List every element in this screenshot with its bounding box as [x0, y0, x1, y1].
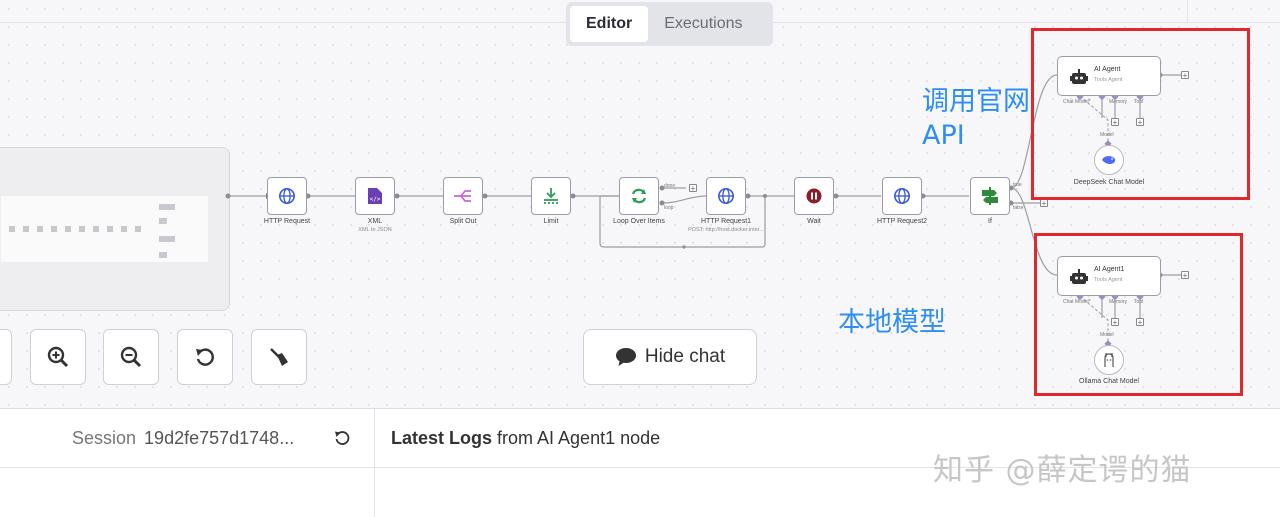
- hide-chat-button[interactable]: Hide chat: [583, 329, 757, 385]
- node-ollama-chat-model[interactable]: [1094, 345, 1124, 375]
- pause-icon: [806, 188, 822, 204]
- port-label: false: [1013, 205, 1024, 211]
- add-tool-button[interactable]: +: [1136, 118, 1144, 127]
- add-memory-button[interactable]: +: [1111, 118, 1119, 127]
- divider: [374, 409, 375, 517]
- node-http-request[interactable]: [267, 177, 307, 215]
- node-deepseek-chat-model[interactable]: [1094, 145, 1124, 175]
- node-label: If: [988, 218, 992, 225]
- node-split-out[interactable]: [443, 177, 483, 215]
- ollama-icon: [1104, 353, 1114, 367]
- annotation-official-api: 调用官网 API: [922, 86, 1030, 151]
- node-xml[interactable]: </>: [355, 177, 395, 215]
- node-limit[interactable]: [531, 177, 571, 215]
- node-label: Ollama Chat Model: [1079, 378, 1139, 385]
- node-wait[interactable]: [794, 177, 834, 215]
- loop-icon: [631, 188, 647, 204]
- if-icon: [982, 187, 998, 205]
- workflow-canvas[interactable]: Editor Executions: [0, 0, 1280, 408]
- node-http-request2[interactable]: [882, 177, 922, 215]
- node-if[interactable]: [970, 177, 1010, 215]
- deepseek-whale-icon: [1102, 156, 1116, 164]
- node-http-request1[interactable]: [706, 177, 746, 215]
- port-label: Memory: [1109, 99, 1128, 105]
- tab-executions[interactable]: Executions: [664, 15, 743, 32]
- node-label: Split Out: [449, 218, 477, 225]
- tidy-up-button[interactable]: [251, 329, 307, 385]
- fit-view-button[interactable]: [0, 329, 12, 385]
- port-label: Memory: [1109, 299, 1128, 305]
- node-sublabel: POST: http://host.docker.inter...: [688, 227, 764, 233]
- add-node-button[interactable]: +: [1181, 71, 1189, 80]
- divider: [1187, 0, 1188, 22]
- undo-icon: [196, 348, 214, 366]
- highlight-box-local-model: [1034, 233, 1243, 396]
- limit-icon: [544, 188, 558, 204]
- divider: [0, 467, 1280, 468]
- connections: [225, 72, 1181, 348]
- node-ai-agent[interactable]: AI Agent Tools Agent: [1057, 56, 1161, 96]
- zoom-out-button[interactable]: [103, 329, 159, 385]
- port-label: Tool: [1134, 99, 1144, 105]
- node-label: Limit: [543, 218, 559, 225]
- hide-chat-label: Hide chat: [644, 346, 726, 367]
- logs-prefix: Latest Logs: [391, 428, 493, 448]
- tab-editor[interactable]: Editor: [570, 6, 649, 42]
- broom-icon: [270, 348, 288, 366]
- add-node-button[interactable]: +: [689, 184, 697, 193]
- robot-icon: [1070, 269, 1088, 284]
- add-memory-button[interactable]: +: [1111, 318, 1119, 327]
- session-id[interactable]: 19d2fe757d1748...: [144, 428, 295, 448]
- agent-name: AI Agent: [1094, 66, 1121, 73]
- agent-type: Tools Agent: [1094, 277, 1123, 283]
- refresh-icon: [335, 431, 350, 445]
- node-ai-agent1[interactable]: AI Agent1 Tools Agent: [1057, 256, 1161, 296]
- svg-text:</>: </>: [370, 196, 381, 203]
- latest-logs-title: Latest Logs from AI Agent1 node: [391, 428, 660, 449]
- add-node-button[interactable]: +: [1181, 271, 1189, 280]
- add-tool-button[interactable]: +: [1136, 318, 1144, 327]
- port-label: Chat Model*: [1063, 99, 1091, 105]
- split-icon: [454, 190, 471, 202]
- port-label: true: [1013, 182, 1022, 188]
- port-label: Tool: [1134, 299, 1144, 305]
- node-label: XML: [367, 218, 383, 225]
- reset-zoom-button[interactable]: [177, 329, 233, 385]
- session-label: Session: [72, 428, 137, 448]
- refresh-session-button[interactable]: [334, 430, 350, 451]
- agent-type: Tools Agent: [1094, 77, 1123, 83]
- watermark: 知乎 @薛定谔的猫: [933, 453, 1192, 488]
- port-label: loop: [664, 205, 674, 211]
- highlight-box-official-api: [1031, 28, 1250, 200]
- port-label: Model: [1100, 332, 1114, 338]
- node-label: DeepSeek Chat Model: [1073, 179, 1145, 186]
- zoom-out-icon: [120, 346, 142, 368]
- editor-executions-toggle: Editor Executions: [566, 2, 773, 46]
- port-label: Model: [1100, 132, 1114, 138]
- node-label: HTTP Request1: [700, 218, 752, 225]
- chat-preview-panel: [0, 147, 230, 311]
- node-label: Wait: [807, 218, 821, 225]
- globe-icon: [278, 187, 296, 205]
- node-label: Loop Over Items: [613, 218, 665, 225]
- add-node-button[interactable]: +: [1040, 199, 1048, 208]
- node-sublabel: XML to JSON: [358, 227, 392, 233]
- chat-panel: Session 19d2fe757d1748... Latest Logs fro…: [0, 408, 1280, 517]
- logs-suffix: from AI Agent1 node: [492, 428, 661, 448]
- node-label: HTTP Request2: [876, 218, 928, 225]
- globe-icon: [893, 187, 911, 205]
- robot-icon: [1070, 69, 1088, 84]
- port-label: done: [664, 183, 676, 189]
- globe-icon: [717, 187, 735, 205]
- annotation-local-model: 本地模型: [838, 307, 946, 338]
- port-label: Chat Model*: [1063, 299, 1091, 305]
- node-loop-over-items[interactable]: [619, 177, 659, 215]
- zoom-in-button[interactable]: [30, 329, 86, 385]
- node-label: HTTP Request: [263, 218, 311, 225]
- xml-file-icon: </>: [368, 188, 382, 204]
- zoom-in-icon: [47, 346, 69, 368]
- agent-name: AI Agent1: [1094, 266, 1125, 273]
- session-info: Session 19d2fe757d1748...: [72, 428, 294, 449]
- chat-bubble-icon: [615, 348, 636, 366]
